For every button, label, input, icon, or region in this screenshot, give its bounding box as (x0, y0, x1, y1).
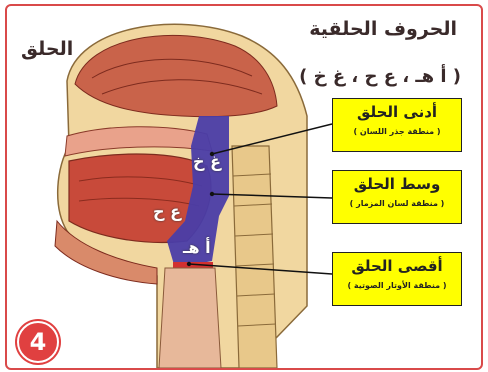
label-box-upper-throat: أدنى الحلق ( منطقة جذر اللسان ) (332, 98, 462, 152)
label-middle-throat-subtitle: ( منطقة لسان المزمار ) (333, 199, 461, 208)
letter-label-lower: أ هـ (183, 238, 211, 257)
letter-label-middle: ع ح (153, 202, 181, 221)
letter-label-upper: غ خ (193, 152, 221, 171)
diagram-subtitle: ( أ هـ ، ع ح ، غ خ ) (299, 66, 461, 87)
throat-region-title: الحلق (21, 38, 73, 60)
label-box-middle-throat: وسط الحلق ( منطقة لسان المزمار ) (332, 170, 462, 224)
diagram-frame: الحروف الحلقية ( أ هـ ، ع ح ، غ خ ) الحل… (5, 4, 483, 370)
page-number-badge: 4 (17, 321, 59, 363)
spine (232, 146, 277, 368)
label-deep-throat-subtitle: ( منطقة الأوتار الصوتية ) (333, 281, 461, 290)
diagram-title: الحروف الحلقية (309, 18, 457, 40)
label-deep-throat-title: أقصى الحلق (333, 257, 461, 275)
label-upper-throat-title: أدنى الحلق (333, 103, 461, 121)
label-upper-throat-subtitle: ( منطقة جذر اللسان ) (333, 127, 461, 136)
label-middle-throat-title: وسط الحلق (333, 175, 461, 193)
label-box-deep-throat: أقصى الحلق ( منطقة الأوتار الصوتية ) (332, 252, 462, 306)
